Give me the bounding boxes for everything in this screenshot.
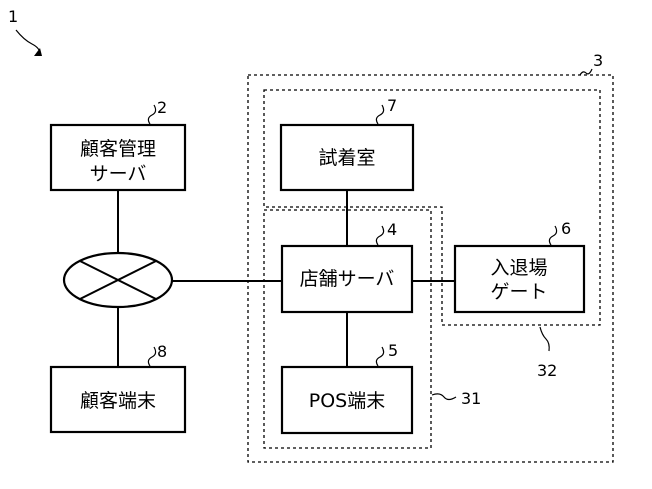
customer-terminal-label: 顧客端末 [80, 390, 156, 412]
pos-terminal: POS端末 [282, 367, 412, 433]
store-server-ref: 4 [387, 220, 397, 239]
fitting-room-ref: 7 [387, 96, 397, 115]
network-node [64, 253, 172, 307]
customer-terminal: 顧客端末 [51, 367, 185, 432]
gate-leader [549, 226, 556, 245]
entry-exit-gate: 入退場 ゲート [455, 246, 584, 312]
fitting-room: 試着室 [281, 125, 413, 190]
customer-terminal-leader [148, 347, 155, 366]
store-server-leader [376, 226, 383, 245]
figure-ref-label: 1 [8, 7, 18, 26]
group-store-leader [580, 69, 592, 75]
customer-server-ref: 2 [157, 98, 167, 117]
fitting-room-label: 試着室 [318, 147, 375, 169]
pos-terminal-leader [376, 347, 383, 366]
pos-terminal-label: POS端末 [309, 390, 385, 412]
fitting-room-leader [376, 105, 383, 124]
gate-label-line1: 入退場 [490, 257, 547, 279]
customer-server-label-line1: 顧客管理 [80, 138, 156, 160]
store-server: 店舗サーバ [282, 246, 412, 312]
group-store-ref: 3 [593, 51, 603, 70]
figure-ref-arrow [16, 30, 40, 54]
customer-terminal-ref: 8 [157, 342, 167, 361]
group-32-leader [540, 327, 549, 351]
group-31-leader [432, 394, 456, 400]
pos-terminal-ref: 5 [388, 341, 398, 360]
group-32-ref: 32 [537, 361, 557, 380]
store-server-label: 店舗サーバ [300, 268, 395, 290]
customer-server-leader [148, 105, 155, 124]
customer-server-label-line2: サーバ [90, 163, 147, 185]
customer-management-server: 顧客管理 サーバ [51, 125, 185, 190]
group-31-ref: 31 [461, 389, 481, 408]
gate-ref: 6 [561, 219, 571, 238]
gate-label-line2: ゲート [490, 281, 547, 303]
